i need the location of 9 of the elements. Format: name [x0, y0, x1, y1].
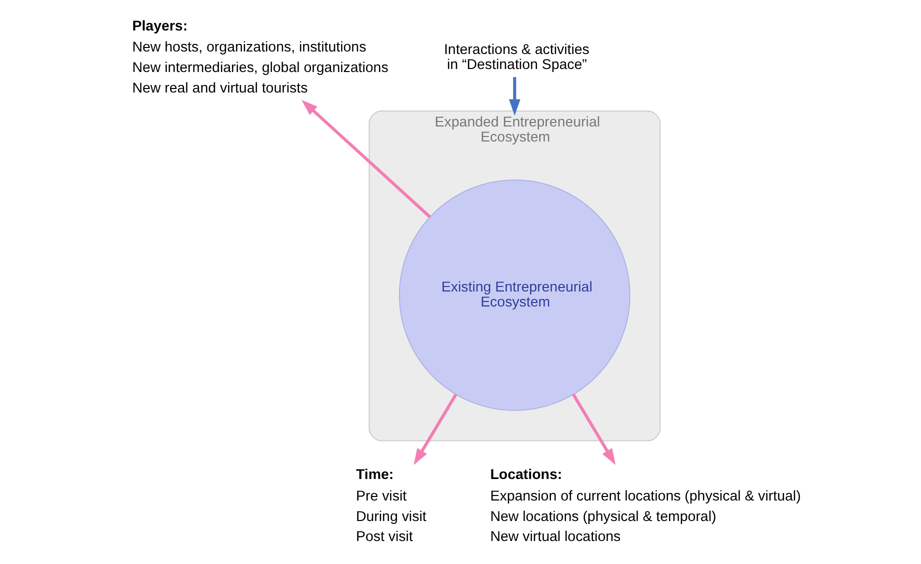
node-text: Locations: Expansion of current locations (physical & virtual) New locations (physical & temporal) New virtual locations	[490, 467, 800, 546]
arrow	[413, 394, 457, 465]
node-text: Interactions & activities in “Destination Space”	[443, 42, 589, 74]
node-text: Players: New hosts, organizations, institutions New intermediaries, global organizations New real and virtual tourists	[132, 18, 388, 96]
node-circle: Existing Entrepreneurial Ecosystem	[398, 180, 630, 411]
arrow	[508, 77, 520, 116]
arrow	[572, 394, 616, 465]
arrow	[301, 100, 430, 218]
node-text: Time: Pre visit During visit Post visit	[355, 467, 426, 546]
